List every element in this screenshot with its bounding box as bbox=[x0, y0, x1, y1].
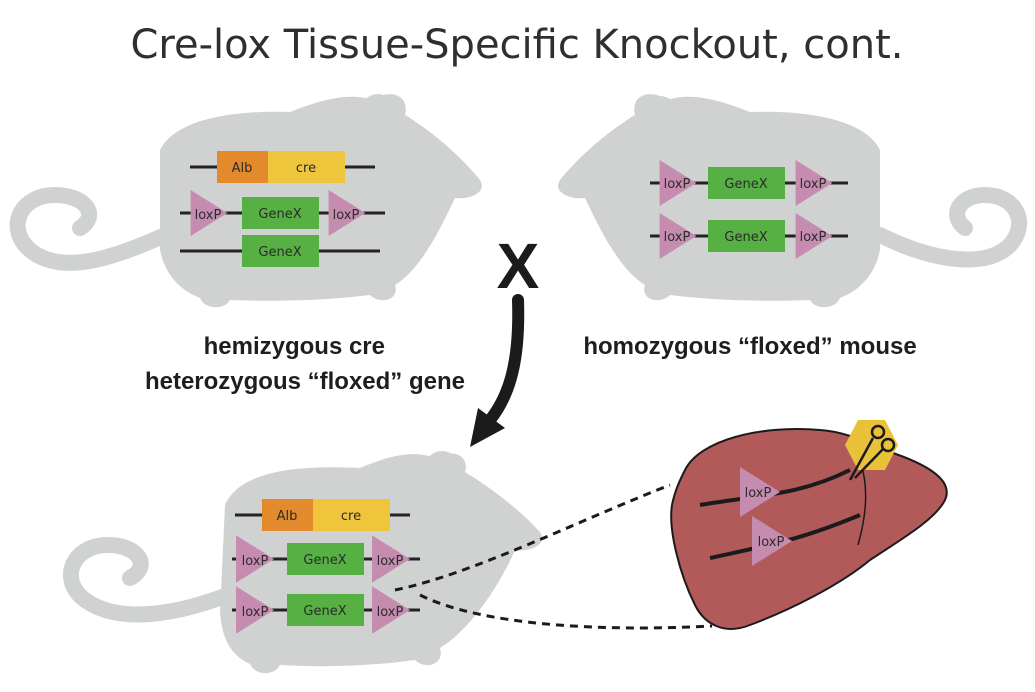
genex-gene bbox=[708, 167, 785, 199]
genex-label: GeneX bbox=[258, 207, 301, 222]
offspring-arrow bbox=[470, 294, 525, 447]
cre-label: cre bbox=[296, 161, 316, 176]
page-title: Cre-lox Tissue-Specific Knockout, cont. bbox=[130, 22, 903, 68]
caption-left-line1: hemizygous cre bbox=[204, 333, 385, 360]
liver: loxP loxP bbox=[670, 420, 948, 630]
loxp-label: loxP bbox=[800, 230, 827, 245]
liver-connector bbox=[394, 483, 713, 630]
genex-gene bbox=[242, 197, 319, 229]
loxp-label: loxP bbox=[377, 605, 404, 620]
genex-label: GeneX bbox=[258, 245, 301, 260]
genex-label: GeneX bbox=[303, 604, 346, 619]
genex-gene bbox=[287, 594, 364, 626]
genex-gene bbox=[287, 543, 364, 575]
loxp-label: loxP bbox=[333, 208, 360, 223]
genex-gene bbox=[242, 235, 319, 267]
loxp-label: loxP bbox=[800, 177, 827, 192]
cross-symbol: X bbox=[497, 230, 540, 302]
loxp-label: loxP bbox=[758, 535, 785, 550]
caption-right: homozygous “floxed” mouse bbox=[583, 333, 916, 360]
loxp-label: loxP bbox=[745, 486, 772, 501]
loxp-label: loxP bbox=[664, 230, 691, 245]
genex-label: GeneX bbox=[724, 177, 767, 192]
genotype-top-left: Alb cre loxP GeneX loxP GeneX bbox=[180, 151, 385, 267]
genex-label: GeneX bbox=[303, 553, 346, 568]
alb-promoter bbox=[217, 151, 268, 183]
loxp-label: loxP bbox=[377, 554, 404, 569]
alb-promoter bbox=[262, 499, 313, 531]
genotype-top-right: loxP GeneX loxP loxP GeneX loxP bbox=[650, 160, 848, 259]
loxp-label: loxP bbox=[242, 605, 269, 620]
genex-gene bbox=[708, 220, 785, 252]
loxp-label: loxP bbox=[195, 208, 222, 223]
cre-label: cre bbox=[341, 509, 361, 524]
alb-label: Alb bbox=[232, 161, 253, 176]
loxp-label: loxP bbox=[664, 177, 691, 192]
scissors-icon bbox=[848, 424, 896, 481]
mouse-top-right bbox=[558, 94, 1028, 308]
genex-label: GeneX bbox=[724, 230, 767, 245]
cre-gene bbox=[313, 499, 390, 531]
loxp-label: loxP bbox=[242, 554, 269, 569]
cre-gene bbox=[268, 151, 345, 183]
alb-label: Alb bbox=[277, 509, 298, 524]
genotype-bottom: Alb cre loxP GeneX loxP loxP GeneX loxP bbox=[232, 499, 420, 634]
caption-left-line2: heterozygous “floxed” gene bbox=[145, 368, 465, 395]
mouse-top-left bbox=[9, 94, 482, 308]
